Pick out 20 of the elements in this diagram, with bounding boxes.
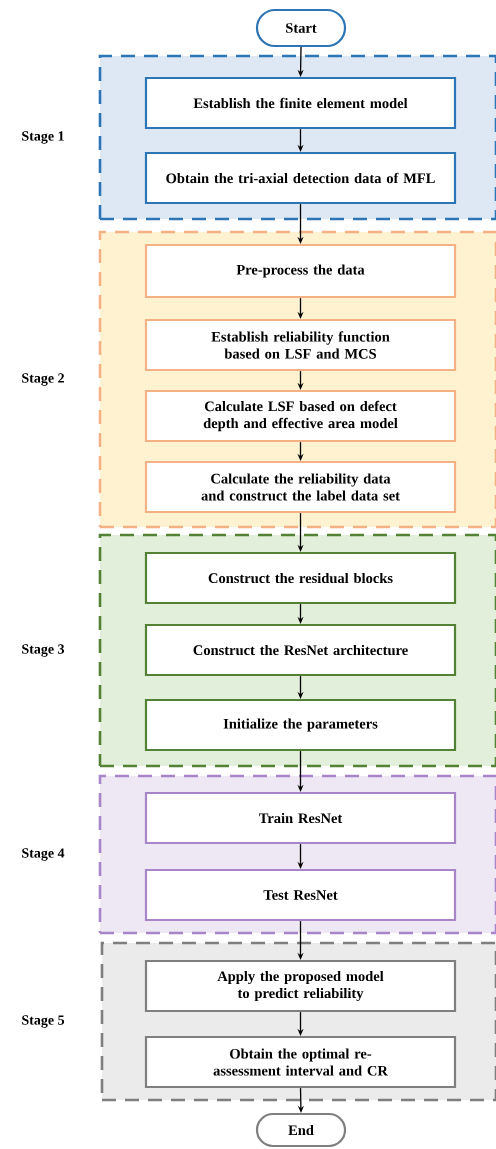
process-box: Establish reliability function based on LSF and MCS [144, 318, 457, 372]
process-box: Construct the ResNet architecture [144, 623, 457, 677]
process-box: Pre-process the data [144, 243, 457, 299]
process-box: Train ResNet [144, 791, 457, 845]
terminal-box: End [255, 1112, 347, 1148]
process-box: Establish the finite element model [144, 76, 457, 130]
process-box: Obtain the optimal re-assessment interval and CR [144, 1035, 457, 1089]
stage-label: Stage 3 [22, 644, 65, 657]
stage-label: Stage 1 [22, 131, 64, 144]
stage-label: Stage 4 [22, 848, 65, 861]
process-box: Test ResNet [144, 868, 457, 922]
process-box: Construct the residual blocks [144, 551, 457, 605]
process-box: Calculate LSF based on defect depth and effective area model [144, 389, 457, 443]
terminal-box: Start [255, 8, 347, 48]
process-box: Obtain the tri-axial detection data of MFL [144, 151, 457, 205]
stage-label: Stage 5 [22, 1015, 65, 1028]
process-box: Calculate the reliability data and construct the label data set [144, 460, 457, 514]
process-box: Initialize the parameters [144, 698, 457, 752]
stage-label: Stage 2 [22, 373, 64, 386]
process-box: Apply the proposed model to predict reliability [144, 959, 457, 1013]
